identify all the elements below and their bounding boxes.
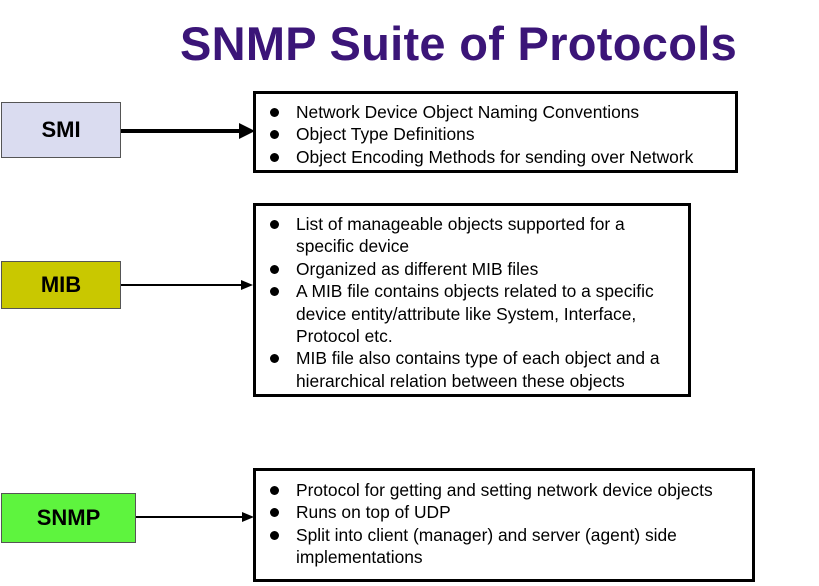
list-item: Object Type Definitions (256, 123, 735, 145)
list-item: Organized as different MIB files (256, 258, 680, 280)
mib-label: MIB (1, 261, 121, 309)
bullet-icon (270, 108, 279, 117)
snmp-label-text: SNMP (36, 505, 101, 530)
bullet-icon (270, 530, 279, 540)
mib-description-box: List of manageable objects supported for… (253, 203, 691, 397)
bullet-icon (270, 287, 279, 297)
smi-description-box: Network Device Object Naming Conventions… (253, 91, 738, 173)
list-item: A MIB file contains objects related to a… (256, 280, 680, 347)
arrow-smi (121, 123, 255, 139)
arrow-mib (121, 280, 253, 290)
bullet-icon (270, 508, 279, 518)
list-item: Object Encoding Methods for sending over… (256, 146, 735, 168)
list-item: List of manageable objects supported for… (256, 213, 680, 258)
bullet-icon (270, 220, 279, 229)
list-item: Split into client (manager) and server (… (256, 524, 746, 569)
bullet-icon (270, 354, 279, 364)
snmp-description-box: Protocol for getting and setting network… (253, 468, 755, 582)
bullet-icon (270, 130, 279, 140)
bullet-icon (270, 152, 279, 162)
snmp-label: SNMP (1, 493, 136, 543)
list-item: Protocol for getting and setting network… (256, 479, 746, 501)
bullet-icon (270, 486, 279, 495)
bullet-icon (270, 264, 279, 274)
page-title: SNMP Suite of Protocols (179, 17, 738, 70)
list-item: Runs on top of UDP (256, 501, 746, 523)
smi-label-text: SMI (41, 117, 81, 142)
mib-label-text: MIB (40, 272, 82, 297)
smi-label: SMI (1, 102, 121, 158)
list-item: MIB file also contains type of each obje… (256, 347, 680, 392)
arrow-snmp (136, 512, 254, 522)
list-item: Network Device Object Naming Conventions (256, 101, 735, 123)
